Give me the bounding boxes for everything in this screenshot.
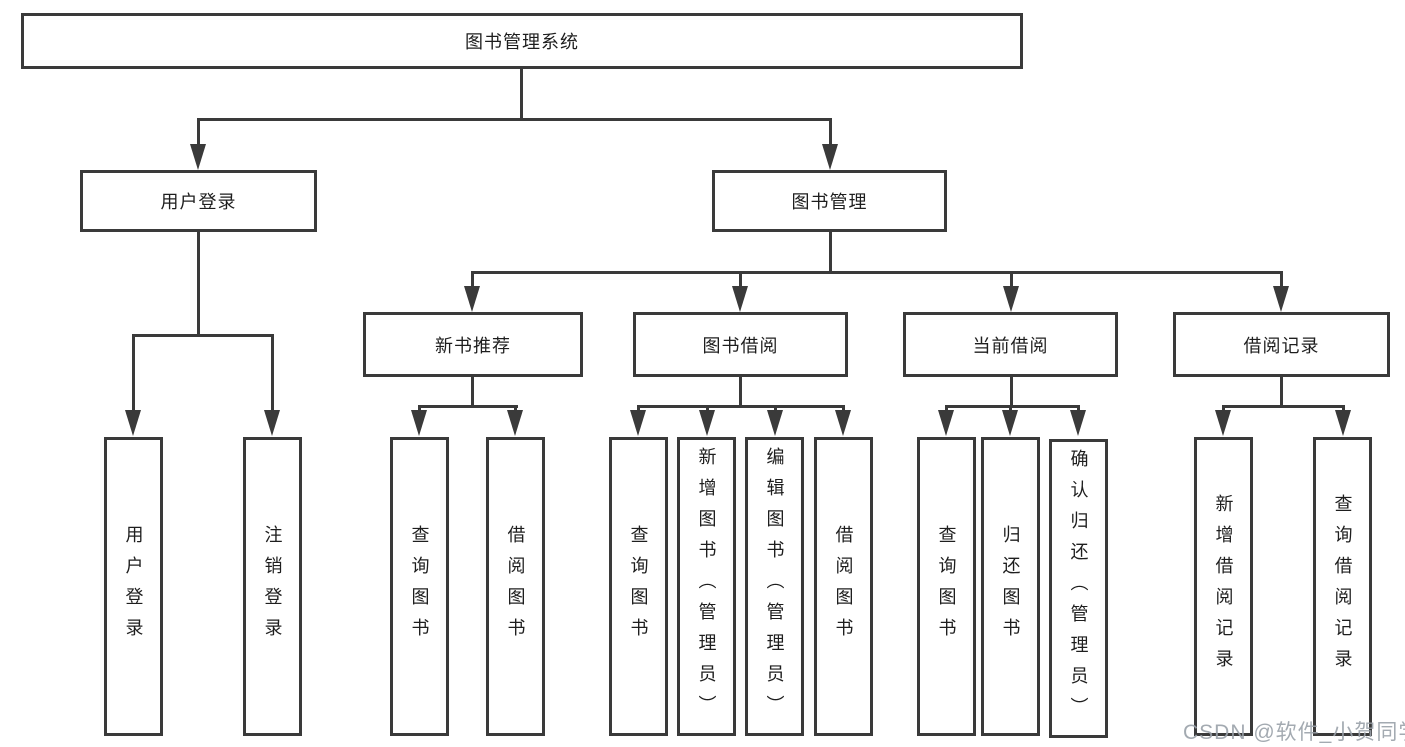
connector-line: [829, 232, 832, 274]
connector-line: [1010, 271, 1013, 289]
connector-line: [418, 405, 421, 414]
node-label: 注销登录: [262, 524, 283, 649]
node-label: 查询图书: [409, 524, 430, 649]
arrowhead-down-icon: [938, 410, 954, 436]
arrowhead-down-icon: [264, 410, 280, 436]
node-library-management-system: 图书管理系统: [21, 13, 1023, 69]
node-book-management: 图书管理: [712, 170, 947, 232]
node-label: 借阅图书: [505, 524, 526, 649]
connector-line: [132, 334, 274, 337]
connector-line: [197, 118, 832, 121]
leaf-borrow-books-1: 借阅图书: [486, 437, 545, 736]
arrowhead-down-icon: [699, 410, 715, 436]
node-label: 查询图书: [628, 524, 649, 649]
csdn-watermark: CSDN @软件_小贺同学: [1183, 721, 1405, 744]
connector-line: [1077, 405, 1080, 414]
connector-line: [1280, 271, 1283, 289]
arrowhead-down-icon: [190, 144, 206, 170]
leaf-query-books-2: 查询图书: [609, 437, 668, 736]
connector-line: [945, 405, 1079, 408]
leaf-query-borrow-record: 查询借阅记录: [1313, 437, 1372, 736]
node-label: 图书管理: [791, 192, 868, 212]
arrowhead-down-icon: [1003, 286, 1019, 312]
arrowhead-down-icon: [125, 410, 141, 436]
leaf-borrow-books-2: 借阅图书: [814, 437, 873, 736]
arrowhead-down-icon: [507, 410, 523, 436]
arrowhead-down-icon: [1070, 410, 1086, 436]
connector-line: [514, 405, 517, 414]
connector-line: [471, 271, 474, 289]
node-label: 归还图书: [1000, 524, 1021, 649]
node-label: 用户登录: [160, 192, 237, 212]
node-label: 借阅记录: [1243, 335, 1320, 356]
connector-line: [520, 69, 523, 121]
leaf-confirm-return-admin: 确认归还（管理员）: [1049, 439, 1108, 738]
connector-line: [637, 405, 640, 414]
leaf-return-books: 归还图书: [981, 437, 1040, 736]
connector-line: [132, 334, 135, 413]
connector-line: [637, 405, 845, 408]
node-borrowing-records: 借阅记录: [1173, 312, 1390, 377]
connector-line: [1280, 377, 1283, 408]
arrowhead-down-icon: [464, 286, 480, 312]
arrowhead-down-icon: [630, 410, 646, 436]
node-label: 查询图书: [936, 524, 957, 649]
node-book-borrowing: 图书借阅: [633, 312, 848, 377]
leaf-user-login: 用户登录: [104, 437, 163, 736]
arrowhead-down-icon: [1335, 410, 1351, 436]
leaf-query-books-1: 查询图书: [390, 437, 449, 736]
connector-line: [774, 405, 777, 414]
connector-line: [418, 405, 518, 408]
leaf-query-books-3: 查询图书: [917, 437, 976, 736]
connector-line: [271, 334, 274, 413]
connector-line: [197, 232, 200, 337]
node-label: 新增借阅记录: [1213, 493, 1234, 680]
arrowhead-down-icon: [411, 410, 427, 436]
connector-line: [197, 118, 200, 147]
node-label: 新增图书（管理员）: [696, 447, 717, 726]
arrowhead-down-icon: [835, 410, 851, 436]
leaf-add-borrow-record: 新增借阅记录: [1194, 437, 1253, 736]
leaf-add-books-admin: 新增图书（管理员）: [677, 437, 736, 736]
connector-line: [739, 271, 742, 289]
node-label: 图书借阅: [702, 335, 779, 356]
arrowhead-down-icon: [1215, 410, 1231, 436]
connector-line: [1342, 405, 1345, 414]
arrowhead-down-icon: [1002, 410, 1018, 436]
node-label: 新书推荐: [435, 335, 511, 356]
connector-line: [739, 377, 742, 408]
node-label: 用户登录: [123, 524, 144, 649]
node-label: 借阅图书: [833, 524, 854, 649]
node-label: 图书管理系统: [465, 32, 579, 52]
leaf-logout: 注销登录: [243, 437, 302, 736]
connector-line: [471, 271, 1282, 274]
connector-line: [471, 377, 474, 408]
node-new-book-recommend: 新书推荐: [363, 312, 583, 377]
node-label: 当前借阅: [972, 335, 1049, 356]
arrowhead-down-icon: [822, 144, 838, 170]
connector-line: [1009, 405, 1012, 414]
node-label: 查询借阅记录: [1332, 493, 1353, 680]
arrowhead-down-icon: [767, 410, 783, 436]
connector-line: [1222, 405, 1225, 414]
arrowhead-down-icon: [1273, 286, 1289, 312]
node-label: 确认归还（管理员）: [1068, 449, 1089, 728]
connector-line: [829, 118, 832, 147]
connector-line: [842, 405, 845, 414]
node-label: 编辑图书（管理员）: [764, 447, 785, 726]
leaf-edit-books-admin: 编辑图书（管理员）: [745, 437, 804, 736]
arrowhead-down-icon: [732, 286, 748, 312]
connector-line: [945, 405, 948, 414]
node-current-borrowing: 当前借阅: [903, 312, 1118, 377]
connector-line: [1222, 405, 1344, 408]
connector-line: [706, 405, 709, 414]
node-user-login: 用户登录: [80, 170, 317, 232]
connector-line: [1010, 377, 1013, 408]
